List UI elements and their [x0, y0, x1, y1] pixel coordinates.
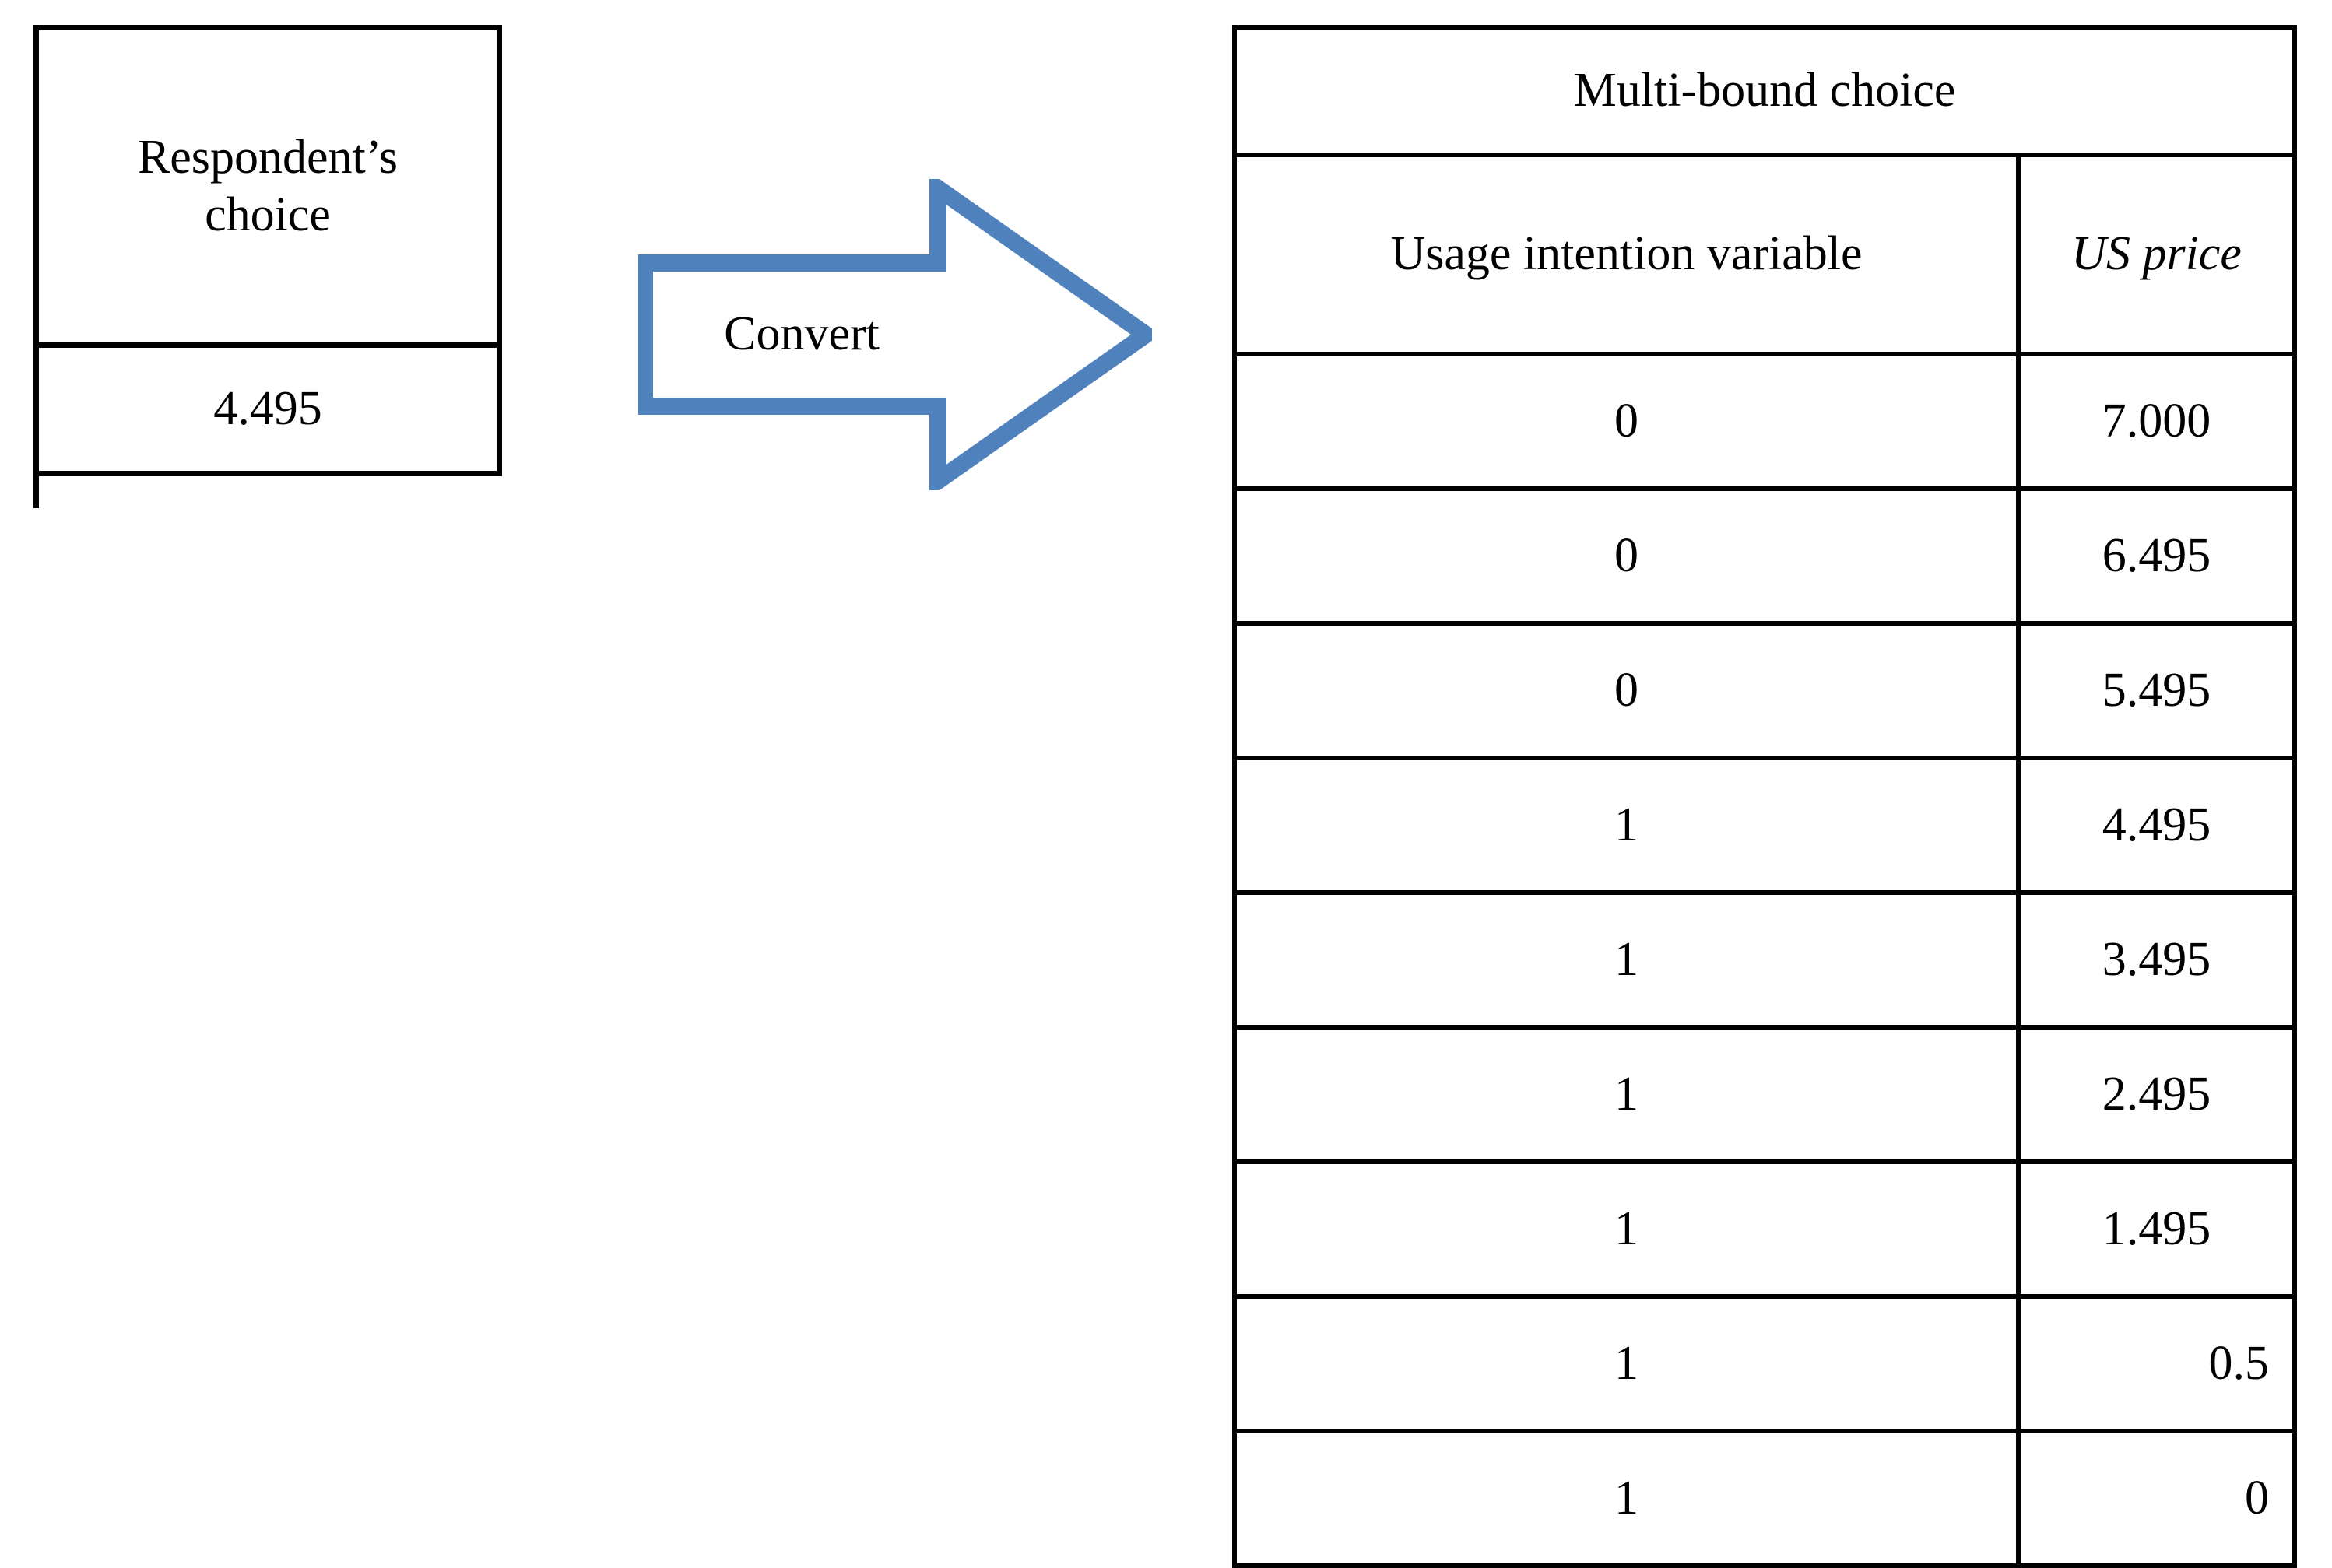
- cell-us-price: 5.495: [2015, 621, 2298, 760]
- convert-arrow-label: Convert: [724, 307, 880, 360]
- respondent-choice-value: 4.495: [33, 342, 502, 476]
- cell-us-price: 6.495: [2015, 486, 2298, 626]
- cell-us-price: 0.5: [2015, 1294, 2298, 1433]
- table-row: 0 7.000: [1232, 352, 2298, 491]
- cell-usage-intention: 1: [1232, 1294, 2021, 1433]
- table-row: 1 4.495: [1232, 756, 2298, 895]
- table-header-row: Usage intention variable US price: [1232, 153, 2298, 356]
- cell-usage-intention: 1: [1232, 890, 2021, 1030]
- column-header-us-price: US price: [2015, 153, 2298, 356]
- table-row: 1 1.495: [1232, 1159, 2298, 1299]
- column-header-usage-intention: Usage intention variable: [1232, 153, 2021, 356]
- cell-us-price: 1.495: [2015, 1159, 2298, 1299]
- cell-us-price: 7.000: [2015, 352, 2298, 491]
- multi-bound-choice-title: Multi-bound choice: [1231, 25, 2298, 157]
- respondent-choice-header: Respondent’s choice: [33, 25, 502, 342]
- cell-usage-intention: 1: [1232, 1025, 2021, 1164]
- table-row: 0 5.495: [1232, 621, 2298, 760]
- right-arrow-icon: [638, 179, 1152, 490]
- cell-usage-intention: 0: [1232, 352, 2021, 491]
- respondent-choice-box: Respondent’s choice 4.495: [33, 25, 502, 476]
- cell-usage-intention: 1: [1232, 756, 2021, 895]
- table-row: 0 6.495: [1232, 486, 2298, 626]
- cell-us-price: 4.495: [2015, 756, 2298, 895]
- cell-usage-intention: 0: [1232, 486, 2021, 626]
- convert-arrow: Convert: [638, 179, 1152, 490]
- table-row: 1 0: [1232, 1429, 2298, 1568]
- cell-us-price: 0: [2015, 1429, 2298, 1568]
- cell-us-price: 2.495: [2015, 1025, 2298, 1164]
- multi-bound-choice-table: Multi-bound choice Usage intention varia…: [1231, 25, 2298, 1568]
- table-row: 1 3.495: [1232, 890, 2298, 1030]
- cell-usage-intention: 0: [1232, 621, 2021, 760]
- cell-us-price: 3.495: [2015, 890, 2298, 1030]
- table-row: 1 0.5: [1232, 1294, 2298, 1433]
- cell-usage-intention: 1: [1232, 1159, 2021, 1299]
- table-row: 1 2.495: [1232, 1025, 2298, 1164]
- respondent-choice-row-stub: [33, 471, 39, 508]
- cell-usage-intention: 1: [1232, 1429, 2021, 1568]
- table-title-row: Multi-bound choice: [1231, 25, 2298, 157]
